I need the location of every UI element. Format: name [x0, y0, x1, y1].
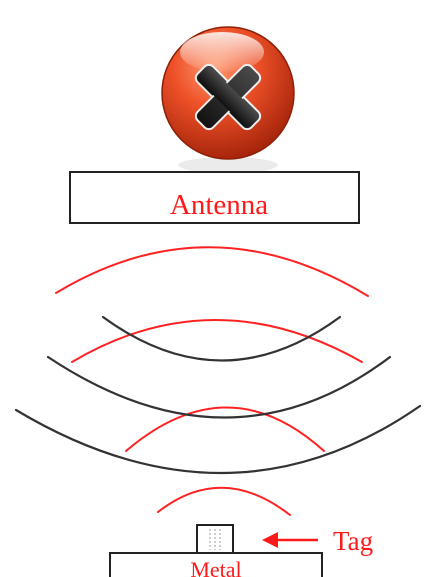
metal: Metal	[109, 552, 323, 577]
reflected-wave-1	[101, 315, 342, 362]
antenna-box	[69, 171, 360, 224]
reflected-wave-2	[46, 355, 392, 419]
metal-plate	[109, 552, 323, 577]
tag-arrow-head	[262, 532, 278, 548]
x-mark-icon	[161, 26, 295, 173]
reflected-wave-3	[14, 404, 422, 475]
incident-wave-4	[157, 486, 291, 516]
antenna: Antenna	[69, 171, 360, 224]
tag: Tag	[196, 524, 373, 556]
incident-wave-2	[71, 319, 363, 363]
incident-waves	[55, 246, 369, 516]
reflected-waves	[14, 315, 422, 475]
tag-label: Tag	[333, 526, 373, 556]
antenna-label: Antenna	[170, 189, 268, 221]
metal-label: Metal	[190, 557, 241, 577]
incident-wave-3	[125, 406, 325, 452]
incident-wave-1	[55, 246, 369, 297]
